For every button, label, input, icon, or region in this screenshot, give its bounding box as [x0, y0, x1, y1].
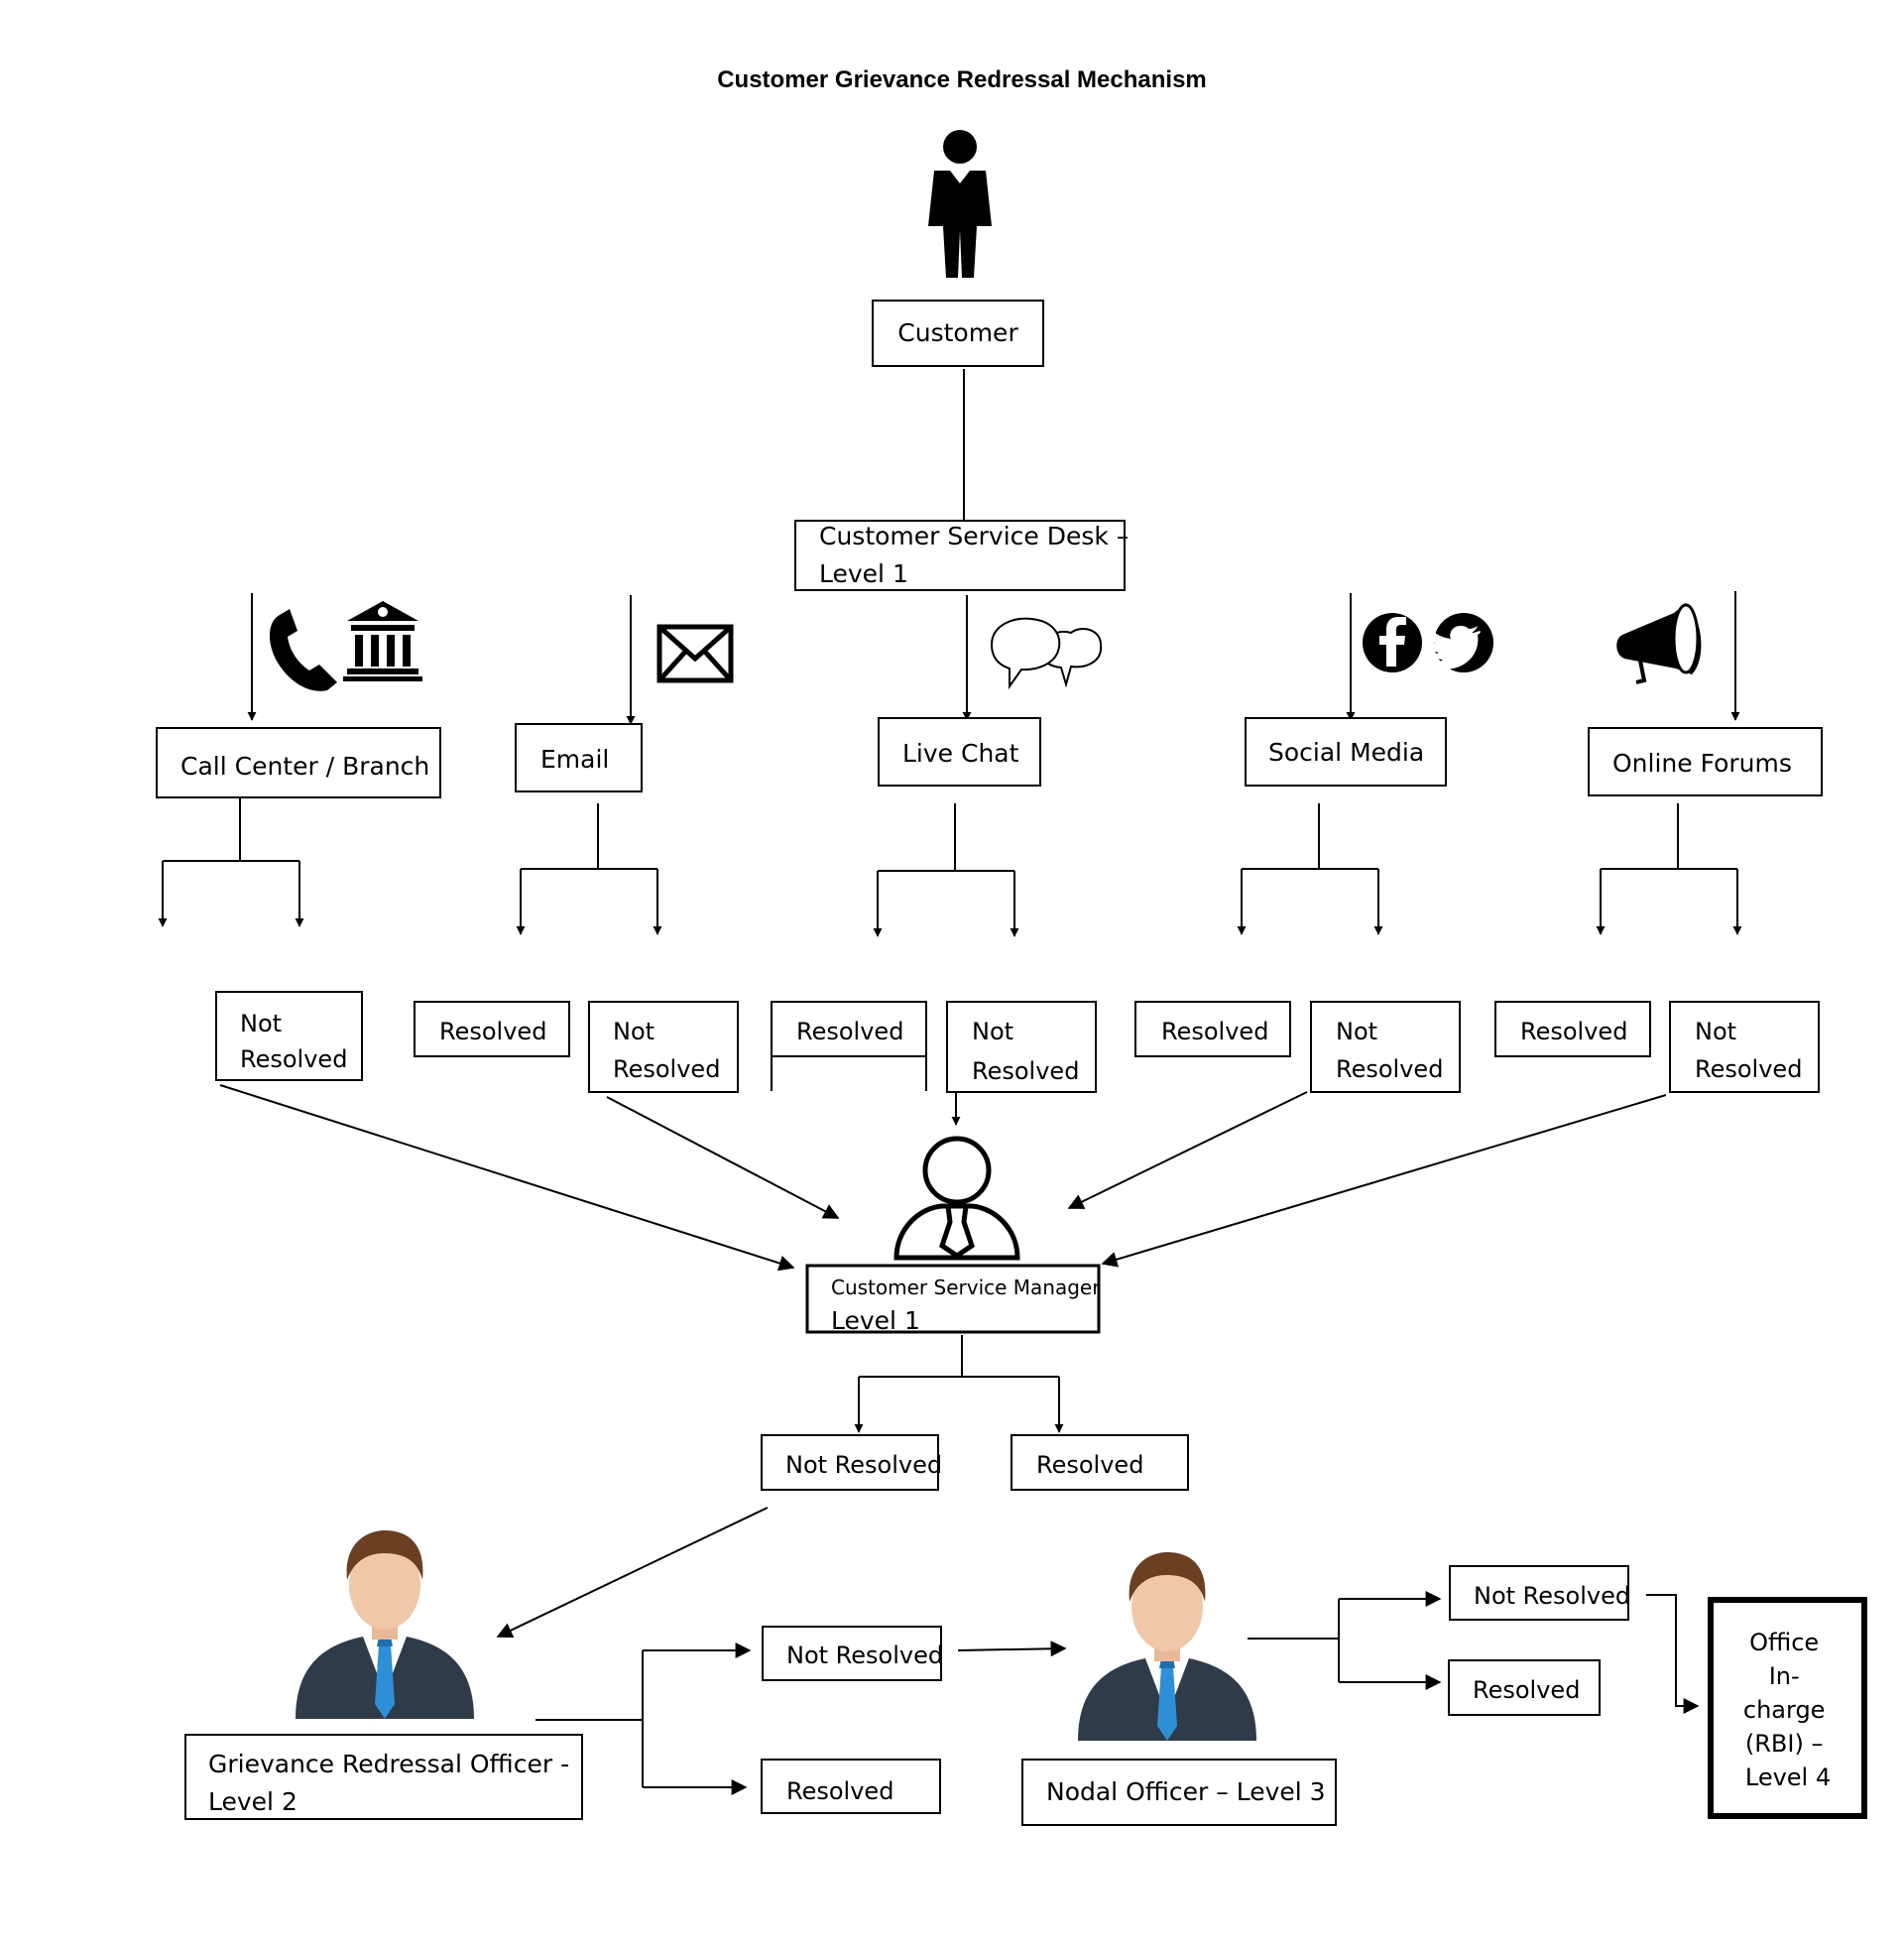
grievance-officer-label: Grievance Redressal Officer - Level 2: [208, 1750, 577, 1816]
outcome-not-resolved-label: Not Resolved: [1336, 1018, 1443, 1083]
officer-avatar-icon: [296, 1530, 474, 1719]
chat-icon: [990, 617, 1103, 690]
channel-social-media-label: Social Media: [1268, 738, 1424, 767]
person-icon: [928, 130, 992, 278]
outcome-not-resolved-box: [946, 1001, 1097, 1093]
officer-resolved-box: [761, 1759, 941, 1814]
channel-call-center-label: Call Center / Branch: [180, 752, 429, 781]
officer-not-resolved-box: [762, 1626, 942, 1681]
outcome-resolved-box: [1134, 1001, 1291, 1057]
outcome-resolved-box: [771, 1001, 927, 1057]
officer-avatar-icon: [1078, 1552, 1256, 1741]
customer-label: Customer: [897, 318, 1018, 347]
outcome-not-resolved-box: [1310, 1001, 1461, 1093]
channel-live-chat-box: [878, 717, 1041, 787]
page-title: Customer Grievance Redressal Mechanism: [717, 66, 1207, 93]
outcome-not-resolved-box: [1669, 1001, 1820, 1093]
channel-social-media-box: [1245, 717, 1447, 787]
facebook-icon: [1363, 613, 1422, 672]
nodal-not-resolved-box: [1449, 1565, 1629, 1621]
manager-not-resolved-label: Not Resolved: [785, 1451, 942, 1479]
outcome-resolved-box: [1494, 1001, 1651, 1057]
channel-online-forums-box: [1588, 727, 1823, 796]
customer-box: [872, 300, 1044, 367]
outcome-resolved-label: Resolved: [439, 1018, 546, 1045]
outcome-resolved-box: [414, 1001, 570, 1057]
channel-email-box: [515, 723, 643, 792]
nodal-officer-label: Nodal Officer – Level 3: [1046, 1777, 1326, 1806]
manager-resolved-box: [1011, 1434, 1189, 1491]
channel-online-forums-label: Online Forums: [1612, 749, 1792, 778]
outcome-resolved-label: Resolved: [1161, 1018, 1268, 1045]
megaphone-icon: [1616, 603, 1702, 684]
office-incharge-box: [1708, 1597, 1867, 1819]
grievance-officer-box: [184, 1734, 583, 1820]
channel-live-chat-label: Live Chat: [902, 739, 1019, 768]
outcome-not-resolved-box: [215, 991, 363, 1081]
phone-icon: [269, 609, 337, 691]
service-manager-box: [805, 1264, 1101, 1334]
service-desk-box: [794, 520, 1126, 591]
outcome-not-resolved-label: Not Resolved: [240, 1010, 347, 1073]
nodal-resolved-box: [1448, 1659, 1601, 1716]
mail-icon: [656, 624, 734, 683]
outcome-resolved-label: Resolved: [796, 1018, 903, 1045]
nodal-not-resolved-label: Not Resolved: [1474, 1582, 1630, 1610]
office-incharge-label: Office In- charge (RBI) – Level 4: [1743, 1629, 1833, 1791]
manager-resolved-label: Resolved: [1036, 1451, 1143, 1479]
outcome-not-resolved-label: Not Resolved: [613, 1018, 720, 1083]
manager-not-resolved-box: [761, 1434, 939, 1491]
nodal-resolved-label: Resolved: [1473, 1676, 1580, 1704]
officer-resolved-label: Resolved: [786, 1777, 893, 1805]
outcome-not-resolved-box: [588, 1001, 739, 1093]
officer-not-resolved-label: Not Resolved: [786, 1642, 943, 1669]
outcome-not-resolved-label: Not Resolved: [1695, 1018, 1802, 1083]
nodal-officer-box: [1021, 1759, 1337, 1826]
bank-icon: [343, 601, 422, 681]
outcome-resolved-label: Resolved: [1520, 1018, 1627, 1045]
manager-icon: [893, 1136, 1020, 1261]
twitter-icon: [1428, 613, 1493, 672]
service-manager-label: Customer Service Manager Level 1: [831, 1276, 1107, 1335]
service-desk-label: Customer Service Desk – Level 1: [819, 522, 1136, 588]
channel-call-center-box: [156, 727, 441, 798]
channel-email-label: Email: [540, 745, 609, 774]
outcome-not-resolved-label: Not Resolved: [972, 1018, 1079, 1085]
